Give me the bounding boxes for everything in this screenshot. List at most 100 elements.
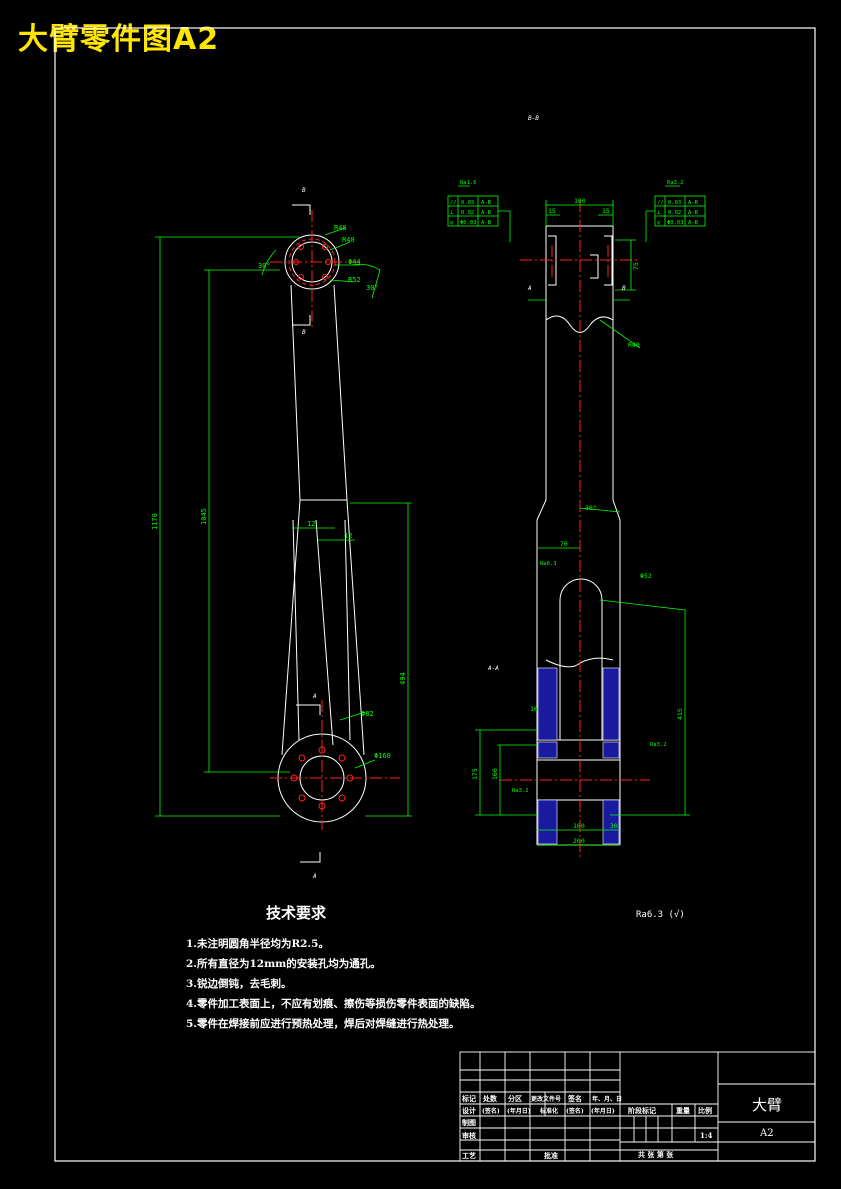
tb-scale-value: 1:4	[700, 1131, 712, 1140]
dim-bottom-side: 16	[530, 705, 538, 713]
tb-stage-label: 阶段标记	[628, 1106, 656, 1115]
dim-angle-left: 30°	[258, 262, 271, 270]
dim-pcd-large: Φ160	[374, 752, 391, 760]
sheet-border	[54, 27, 816, 1162]
dim-overall-height: 1170	[151, 513, 159, 530]
front-view-dimensions	[155, 227, 412, 817]
roughness-lower-left: Ra3.2	[512, 788, 529, 794]
tb-draw-label: 制图	[462, 1118, 476, 1127]
dim-side-top-a: 15	[548, 207, 556, 215]
front-view-holes	[270, 210, 400, 830]
datum-a-label: A	[527, 285, 532, 292]
tol-right-2-ref: A-B	[688, 210, 699, 216]
roughness-top-right: Ra3.2	[667, 180, 684, 186]
tol-left-2-val: 0.02	[461, 210, 474, 216]
cut-mark-b-top: B	[302, 187, 306, 194]
tol-left-3-ref: A-B	[481, 220, 492, 226]
tb-design-4: 标准化	[539, 1107, 558, 1115]
tol-left-3-sym: ◎	[450, 220, 454, 226]
dim-angle-right: 30°	[366, 284, 379, 292]
tol-left-1-val: 0.03	[461, 200, 474, 206]
tol-right-2-val: 0.02	[668, 210, 681, 216]
dim-slot-width-2: 12	[344, 532, 352, 540]
dim-side-angle: 30°	[585, 504, 597, 512]
tb-review-label: 审核	[462, 1131, 476, 1140]
dim-side-top-b: 15	[602, 207, 610, 215]
tol-left-2-sym: ⊥	[450, 210, 454, 216]
tech-requirements-title: 技术要求	[266, 904, 327, 922]
dim-bottom-w3: 30	[610, 822, 618, 830]
dim-side-height: 75	[632, 262, 640, 270]
dim-lower-span: 494	[399, 672, 407, 685]
tb-header-6: 年、月、日	[592, 1095, 622, 1103]
section-aa-label: A-A	[487, 665, 499, 672]
tb-design-1: 设计	[462, 1106, 476, 1115]
tb-header-4: 更改文件号	[531, 1095, 561, 1103]
cut-marks-front	[292, 204, 321, 863]
tol-right-3-val: Φ0.03	[667, 220, 684, 226]
dim-bottom-h2: 160	[491, 768, 499, 780]
tol-right-1-ref: A-B	[688, 200, 699, 206]
title-block	[459, 1051, 816, 1162]
dim-hole-large: Φ82	[361, 710, 374, 718]
cut-mark-a-bottom: A	[312, 873, 317, 880]
tb-design-2: (签名)	[482, 1107, 500, 1115]
cut-mark-a-top: A	[312, 693, 317, 700]
tb-header-5: 签名	[567, 1094, 582, 1103]
dim-hole-bore: Φ52	[640, 572, 652, 580]
section-bb-label: B-B	[528, 115, 539, 122]
tb-weight-label: 重量	[676, 1106, 690, 1115]
dim-radius-mid: R52	[348, 276, 361, 284]
tb-process-label: 工艺	[462, 1151, 476, 1160]
dim-bottom-h1: 175	[471, 768, 479, 780]
roughness-other-note: Ra6.3 (√)	[636, 910, 685, 920]
tol-left-1-ref: A-B	[481, 200, 492, 206]
tech-requirement-item: 3.锐边倒钝，去毛刺。	[186, 978, 292, 990]
tech-requirement-item: 2.所有直径为12mm的安装孔均为通孔。	[186, 958, 381, 970]
tol-left-2-ref: A-B	[481, 210, 492, 216]
tech-requirements-list: 1.未注明圆角半径均为R2.5。 2.所有直径为12mm的安装孔均为通孔。 3.…	[186, 934, 480, 1034]
tol-left-1-sym: //	[450, 200, 457, 206]
tb-header-2: 处数	[482, 1094, 498, 1103]
tol-left-3-val: Φ0.03	[460, 220, 477, 226]
tech-requirement-item: 5.零件在焊接前应进行预热处理，焊后对焊缝进行热处理。	[186, 1018, 460, 1030]
section-hatch	[537, 667, 620, 845]
tech-requirement-item: 4.零件加工表面上，不应有划痕、擦伤等损伤零件表面的缺陷。	[186, 998, 481, 1010]
tb-part-name: 大臂	[752, 1096, 782, 1114]
section-centerlines	[500, 200, 650, 860]
tb-scale-label: 比例	[698, 1106, 712, 1115]
tolerance-frame-right	[645, 185, 706, 242]
dim-side-lower: 415	[676, 708, 684, 720]
tb-sheet-label: 共 张 第 张	[638, 1150, 674, 1159]
roughness-lower-right: Ra3.2	[650, 742, 667, 748]
roughness-mid: Ra6.3	[540, 561, 557, 567]
dim-radius-top: R48	[334, 224, 347, 232]
front-view	[277, 234, 367, 823]
dim-side-r: R40	[628, 341, 640, 349]
dim-radius-top-2: R40	[342, 236, 355, 244]
tolerance-frame-left	[447, 185, 511, 242]
tol-right-2-sym: ⊥	[657, 210, 661, 216]
dim-bottom-w1: 160	[573, 822, 585, 830]
tb-design-5: (签名)	[566, 1107, 584, 1115]
dim-slot-width: 12	[307, 520, 315, 528]
dim-bottom-w2: 200	[573, 837, 585, 845]
tol-right-1-sym: //	[657, 200, 664, 206]
tol-right-3-ref: A-B	[688, 220, 699, 226]
datum-b-label: B	[622, 285, 626, 292]
dim-side-top: 100	[574, 197, 586, 205]
tol-right-1-val: 0.03	[668, 200, 681, 206]
tb-approve-label: 批准	[544, 1151, 558, 1160]
tech-requirement-item: 1.未注明圆角半径均为R2.5。	[186, 938, 329, 950]
cut-mark-b-bottom: B	[302, 329, 306, 336]
dim-inner-height: 1045	[200, 508, 208, 525]
tb-design-3: (年月日)	[507, 1107, 531, 1115]
section-dimensions	[475, 200, 690, 846]
dim-hole-small: Φ44	[348, 258, 361, 266]
tb-drawing-no: A2	[759, 1128, 774, 1139]
dim-side-mid: 70	[560, 540, 568, 548]
tol-right-3-sym: ◎	[657, 220, 661, 226]
tb-header-1: 标记	[461, 1094, 476, 1103]
tb-design-6: (年月日)	[591, 1107, 615, 1115]
